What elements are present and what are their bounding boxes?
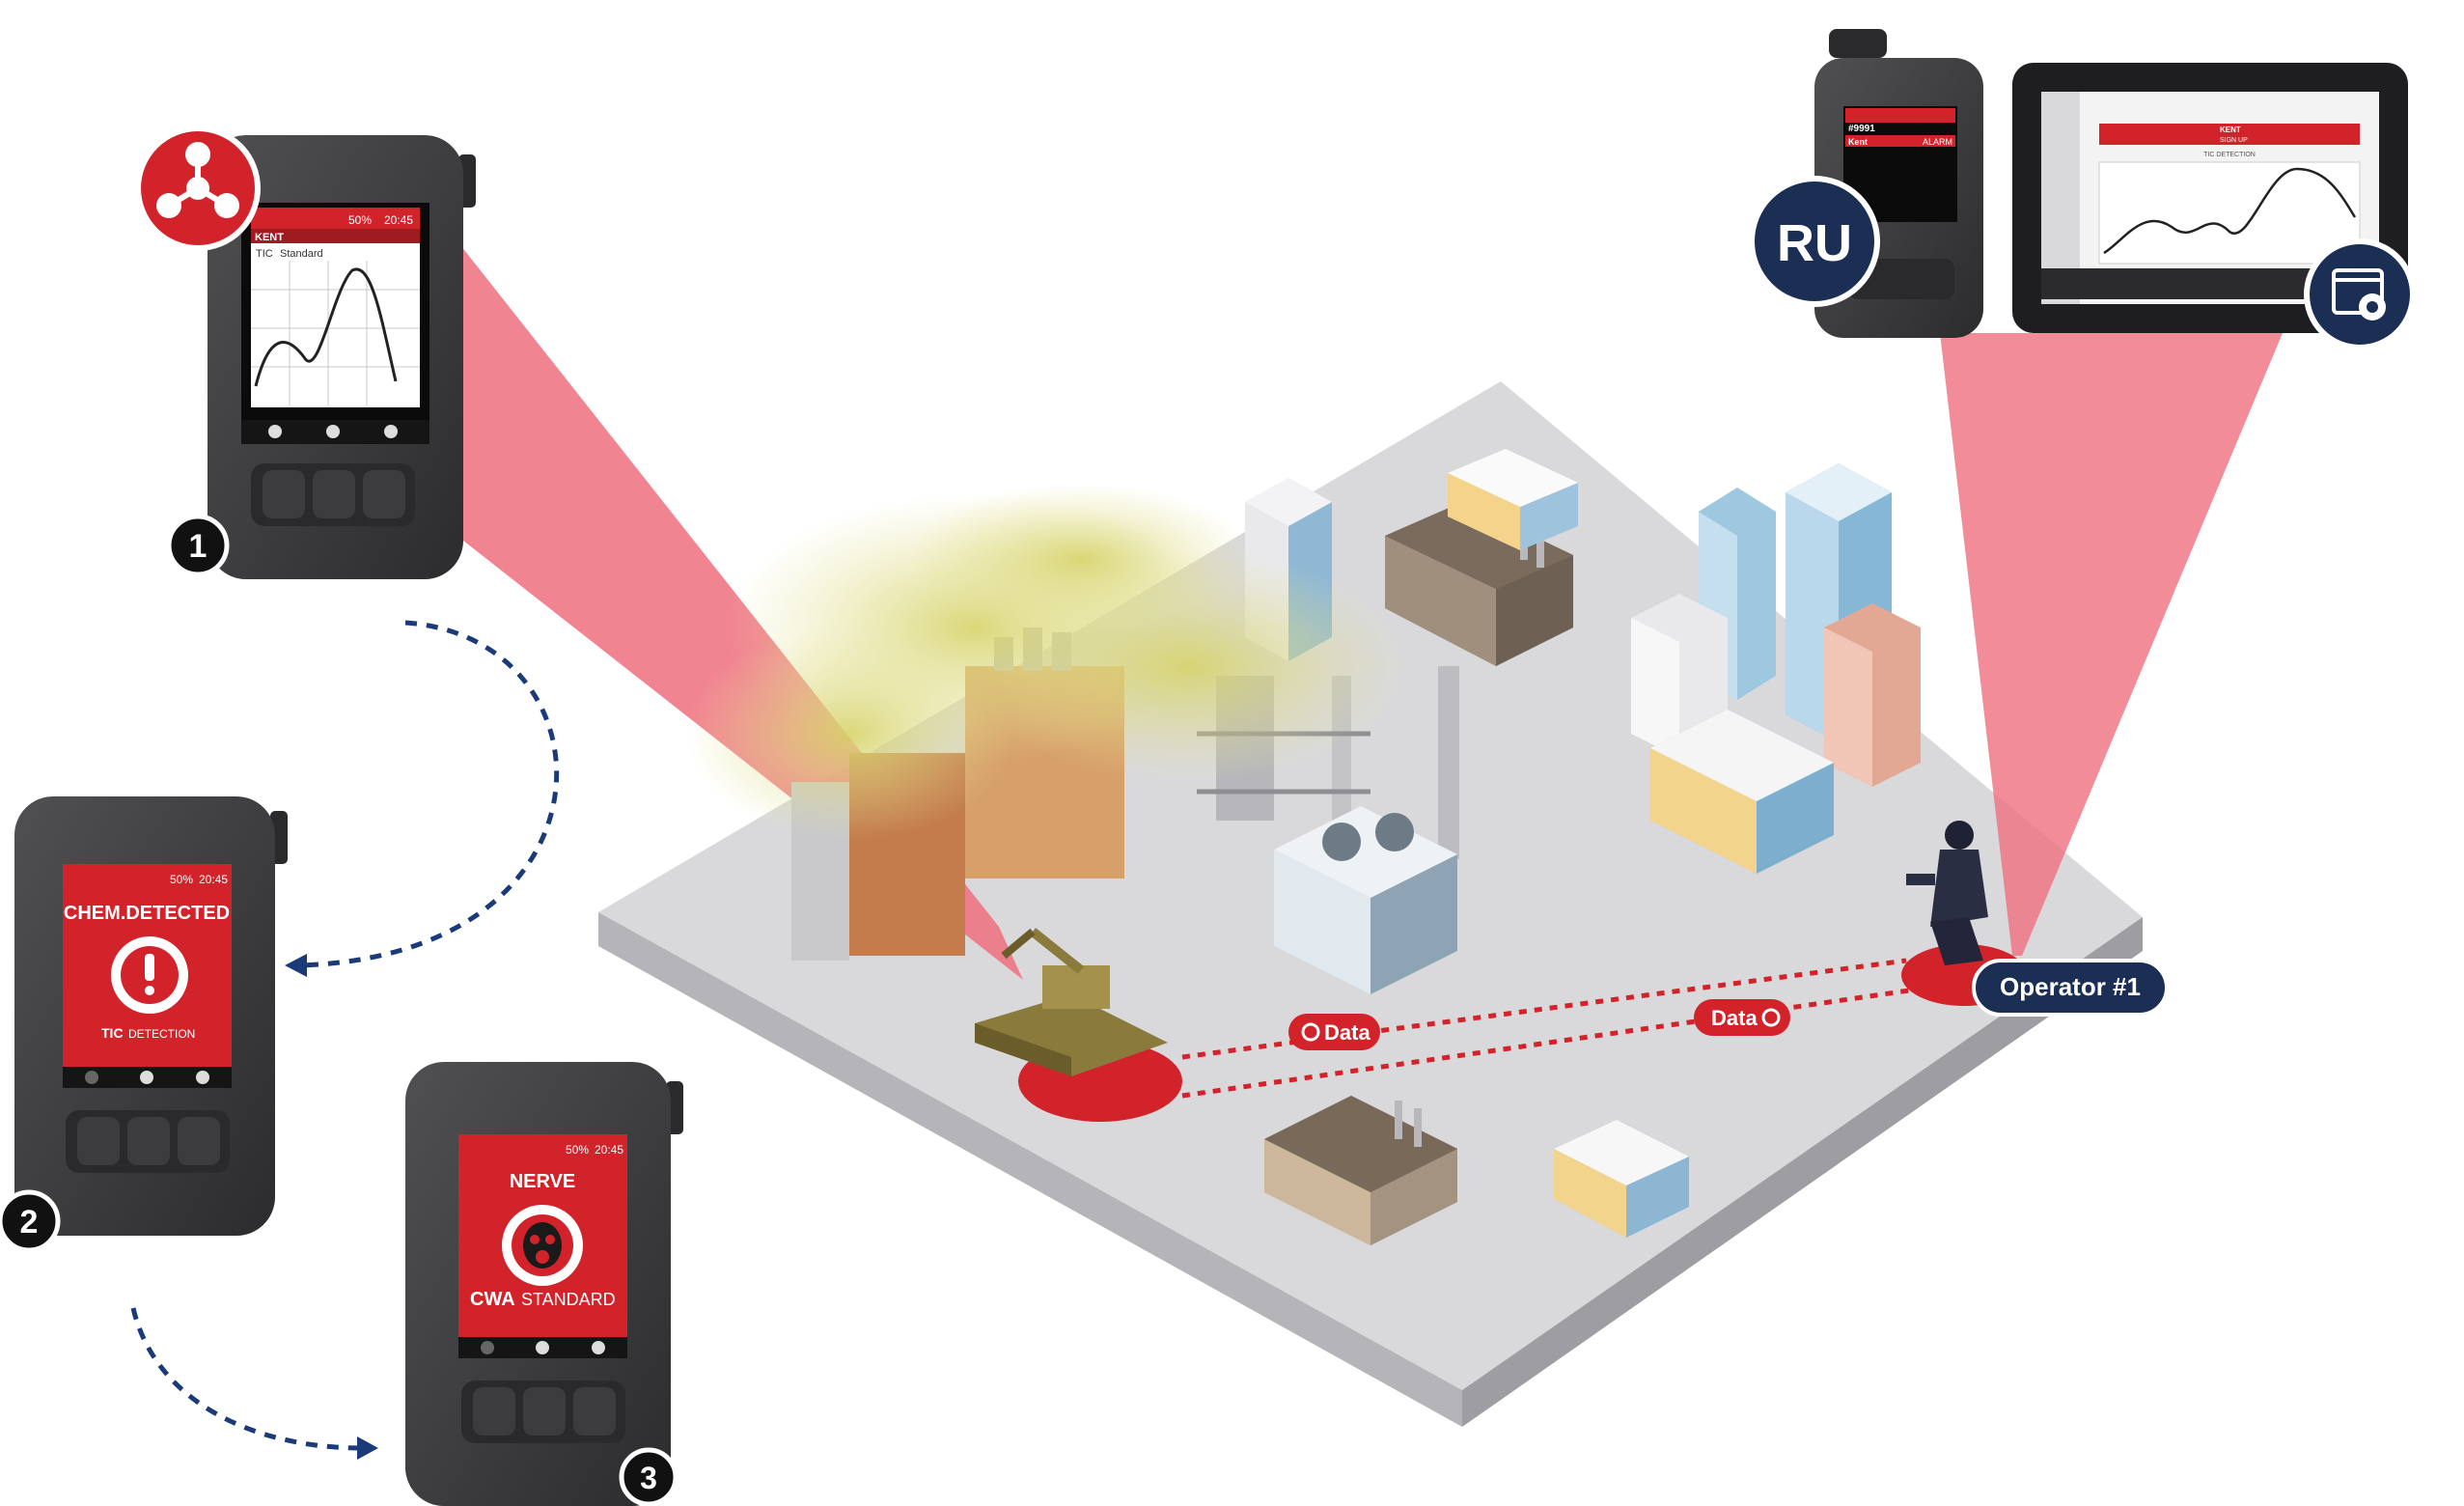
hvac-building	[1274, 806, 1457, 994]
biohazard-trefoil-icon	[156, 142, 239, 218]
flow-arrow-2-to-3	[130, 1307, 378, 1460]
device-3-class-bold: CWA	[470, 1289, 515, 1310]
keypad-center-button[interactable]	[313, 470, 355, 518]
keypad-right-button[interactable]	[573, 1387, 616, 1436]
status-signal: 50%	[566, 1143, 589, 1157]
keypad-right-button[interactable]	[178, 1117, 220, 1165]
step-badge-3: 3	[619, 1447, 678, 1506]
step-number-3: 3	[640, 1461, 657, 1495]
data-tag-1-label: Data	[1324, 1020, 1370, 1045]
data-link-lines	[1181, 958, 1917, 1099]
small-office-front	[1554, 1120, 1689, 1238]
back-icon[interactable]	[481, 1341, 494, 1354]
flow-arrow-1-to-2	[285, 620, 560, 977]
hazard-badge-device-1	[135, 126, 261, 251]
menu-icon[interactable]	[536, 1341, 549, 1354]
tablet-signal-curve	[2103, 167, 2357, 255]
step-badge-2: 2	[0, 1189, 61, 1253]
operator-badge: Operator #1	[1972, 959, 2169, 1017]
bomb-disposal-robot	[975, 928, 1168, 1076]
operator-figure	[1906, 821, 1988, 965]
device-2-class-rest: DETECTION	[128, 1027, 195, 1041]
data-tag-2: Data	[1694, 999, 1790, 1036]
status-time: 20:45	[595, 1143, 623, 1157]
tablet-banner-line-2: SIGN UP	[2220, 137, 2248, 144]
mall-building	[1650, 710, 1834, 874]
status-signal: 50%	[348, 213, 372, 227]
menu-icon[interactable]	[140, 1071, 153, 1084]
ru-id: #9991	[1848, 124, 1875, 134]
scan-beam-operator	[1940, 333, 2283, 956]
keypad-left-button[interactable]	[77, 1117, 120, 1165]
device-1-mode: TIC	[256, 248, 273, 260]
next-icon[interactable]	[384, 425, 398, 438]
tic-signal-curve	[254, 267, 398, 387]
low-office-back	[1448, 449, 1578, 550]
keypad-left-button[interactable]	[473, 1387, 515, 1436]
arrow-head-icon	[285, 954, 307, 977]
gas-mask-icon	[523, 1222, 562, 1269]
keypad-center-button[interactable]	[523, 1387, 566, 1436]
step-number-2: 2	[20, 1204, 39, 1241]
tablet-banner-line-1: KENT	[2220, 126, 2241, 134]
keypad-center-button[interactable]	[127, 1117, 170, 1165]
keypad-left-button[interactable]	[263, 470, 305, 518]
data-tag-1: Data	[1288, 1014, 1380, 1050]
status-time: 20:45	[199, 873, 228, 886]
step-badge-1: 1	[166, 514, 230, 577]
ru-badge: RU	[1749, 176, 1880, 307]
chemical-gas-cloud	[685, 483, 1409, 840]
glass-skyscrapers	[1631, 463, 1921, 787]
ru-site: Kent	[1848, 137, 1868, 147]
device-1-site: KENT	[255, 232, 284, 243]
keypad-right-button[interactable]	[363, 470, 405, 518]
exclamation-icon	[145, 954, 154, 995]
device-3-class-rest: STANDARD	[521, 1290, 616, 1309]
next-icon[interactable]	[592, 1341, 605, 1354]
device-3-title: NERVE	[510, 1171, 576, 1192]
detector-device-2: 50% 20:45 CHEM.DETECTED TIC DETECTION	[14, 796, 288, 1236]
data-tag-2-label: Data	[1711, 1006, 1758, 1030]
device-2-title: CHEM.DETECTED	[64, 903, 230, 924]
device-2-class-bold: TIC	[101, 1025, 124, 1041]
warehouse-front	[1264, 1096, 1457, 1245]
device-1-sub: Standard	[280, 248, 323, 260]
status-signal: 50%	[170, 873, 193, 886]
back-icon[interactable]	[85, 1071, 98, 1084]
step-number-1: 1	[189, 528, 208, 565]
tablet-tab: TIC DETECTION	[2203, 152, 2256, 158]
settings-badge	[2304, 238, 2416, 350]
ru-state: ALARM	[1923, 137, 1952, 147]
detector-device-3: 50% 20:45 NERVE CWA STANDARD	[405, 1062, 683, 1506]
operator-label: Operator #1	[2000, 972, 2141, 1001]
detector-device-1: 50% 20:45 KENT TIC Standard	[208, 135, 476, 579]
info-icon[interactable]	[268, 425, 282, 438]
ru-badge-label: RU	[1777, 214, 1852, 272]
next-icon[interactable]	[196, 1071, 209, 1084]
menu-icon[interactable]	[326, 425, 340, 438]
status-time: 20:45	[384, 213, 413, 227]
settings-gear-window-icon	[2332, 268, 2386, 321]
arrow-head-icon	[357, 1436, 378, 1460]
